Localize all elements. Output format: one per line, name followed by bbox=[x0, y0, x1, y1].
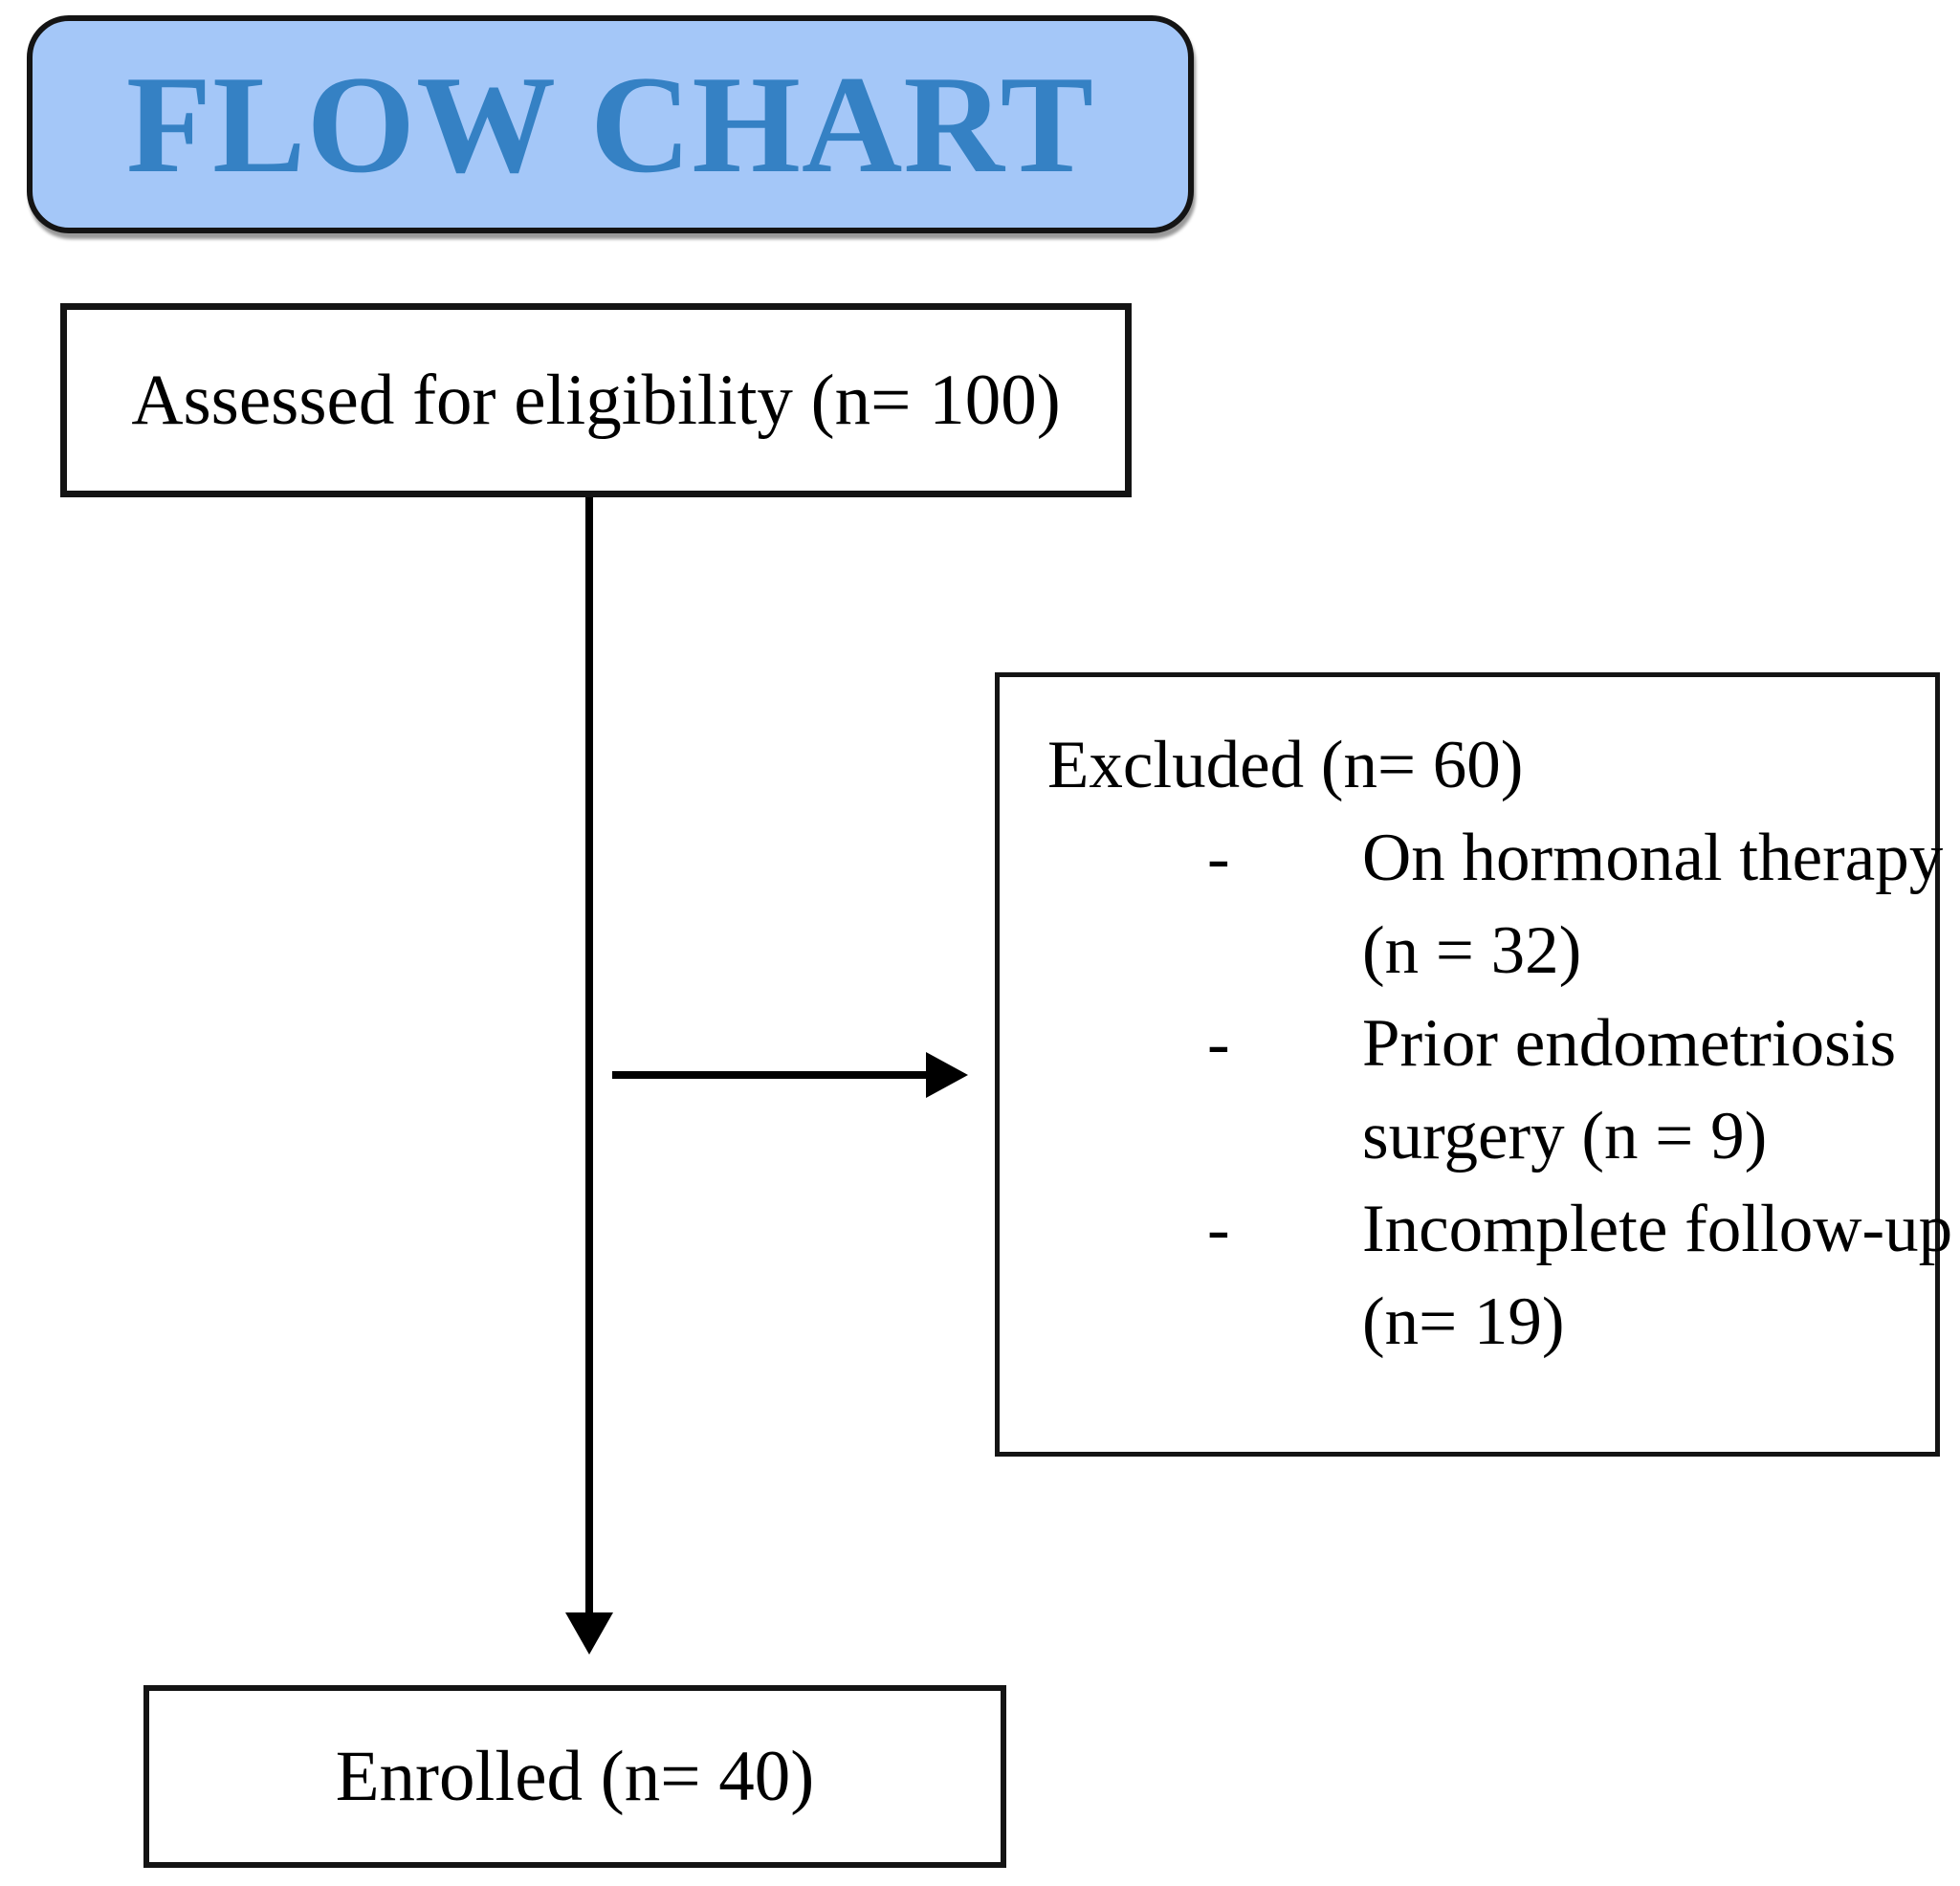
enrolled-node: Enrolled (n= 40) bbox=[143, 1685, 1006, 1868]
excluded-item-line: Incomplete follow-up bbox=[1362, 1192, 1953, 1266]
assessed-node: Assessed for eligibility (n= 100) bbox=[60, 303, 1132, 497]
excluded-item: - Prior endometriosis surgery (n = 9) bbox=[1207, 998, 1920, 1183]
excluded-item-line: surgery (n = 9) bbox=[1362, 1099, 1768, 1173]
arrow-down-line bbox=[585, 497, 593, 1612]
excluded-heading: Excluded (n= 60) bbox=[1047, 728, 1524, 802]
dash-bullet: - bbox=[1207, 1006, 1230, 1081]
dash-bullet: - bbox=[1207, 1192, 1230, 1266]
excluded-item-line: (n= 19) bbox=[1362, 1284, 1565, 1359]
title-box: FLOW CHART bbox=[27, 15, 1194, 233]
excluded-item: - Incomplete follow-up (n= 19) bbox=[1207, 1183, 1952, 1369]
excluded-item-line: On hormonal therapy bbox=[1362, 821, 1944, 895]
excluded-item: - On hormonal therapy (n = 32) bbox=[1207, 812, 1943, 998]
arrow-right-line bbox=[612, 1071, 926, 1079]
assessed-label: Assessed for eligibility (n= 100) bbox=[131, 360, 1061, 440]
excluded-item-line: (n = 32) bbox=[1362, 913, 1582, 988]
excluded-item-line: Prior endometriosis bbox=[1362, 1006, 1897, 1081]
page-title: FLOW CHART bbox=[125, 47, 1095, 202]
enrolled-label: Enrolled (n= 40) bbox=[335, 1736, 815, 1816]
arrow-right-icon bbox=[926, 1052, 968, 1098]
dash-bullet: - bbox=[1207, 821, 1230, 895]
arrow-down-icon bbox=[565, 1612, 613, 1655]
excluded-node: Excluded (n= 60) - On hormonal therapy (… bbox=[995, 672, 1952, 1457]
